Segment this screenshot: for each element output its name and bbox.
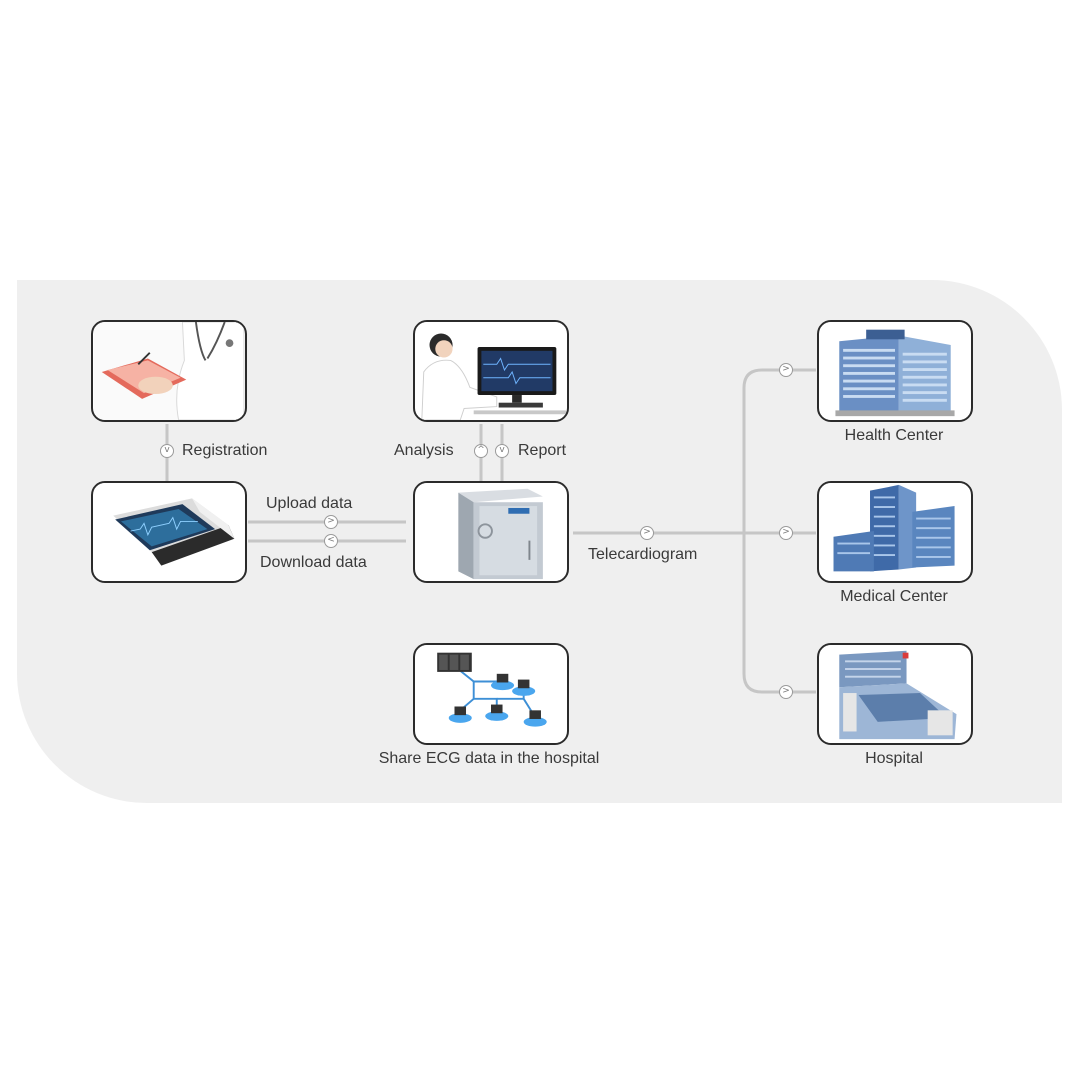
chevron-left-icon: < <box>324 534 338 548</box>
registration-card <box>91 320 247 422</box>
ecg-server-card <box>413 481 569 583</box>
doctor-at-computer-image <box>416 322 566 420</box>
upload-data-label: Upload data <box>266 495 353 512</box>
chevron-right-icon: > <box>779 685 793 699</box>
chevron-right-icon: > <box>779 363 793 377</box>
health-center-card <box>817 320 973 422</box>
chevron-right-icon: > <box>640 526 654 540</box>
share-ecg-label: Share ECG data in the hospital <box>378 750 600 767</box>
medical-center-card <box>817 481 973 583</box>
doctor-clipboard-image <box>94 322 245 420</box>
telecardiogram-label: Telecardiogram <box>588 546 698 563</box>
hospital-network-card <box>413 643 569 745</box>
health-center-building-image <box>820 322 970 420</box>
registration-label: Registration <box>182 442 268 459</box>
chevron-down-icon: v <box>160 444 174 458</box>
chevron-down-icon: v <box>495 444 509 458</box>
chevron-right-icon: > <box>779 526 793 540</box>
server-tower-image <box>416 483 566 581</box>
report-label: Report <box>518 442 567 459</box>
health-center-label: Health Center <box>844 427 944 444</box>
medical-center-building-image <box>820 483 970 581</box>
chevron-right-icon: > <box>324 515 338 529</box>
medical-center-label: Medical Center <box>840 588 948 605</box>
hospital-card <box>817 643 973 745</box>
chevron-up-icon: ^ <box>474 444 488 458</box>
download-data-label: Download data <box>260 554 367 571</box>
ecg-tablet-image <box>94 483 244 581</box>
analysis-workstation-card <box>413 320 569 422</box>
network-topology-image <box>416 645 566 743</box>
analysis-label: Analysis <box>394 442 454 459</box>
ecg-device-card <box>91 481 247 583</box>
hospital-label: Hospital <box>865 750 923 767</box>
hospital-building-image <box>820 645 970 743</box>
